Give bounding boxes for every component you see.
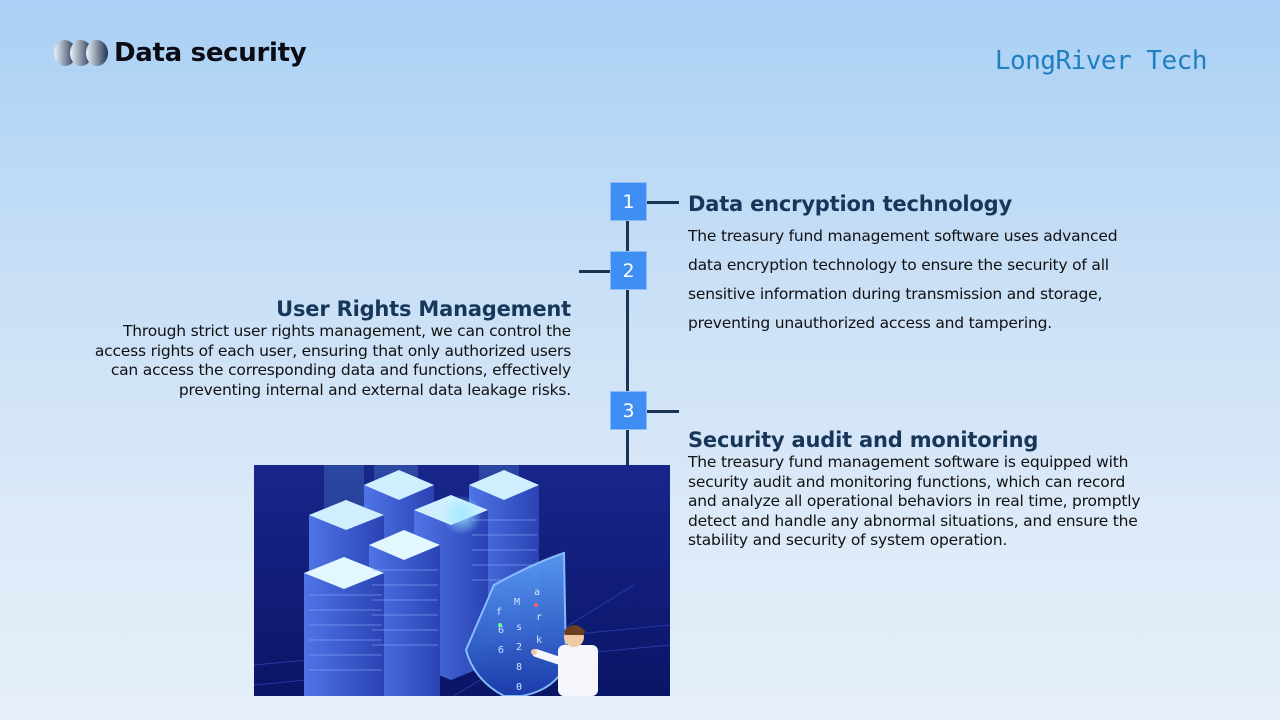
svg-text:6: 6 — [498, 645, 504, 656]
svg-text:a: a — [534, 587, 540, 598]
step-badge-1: 1 — [610, 182, 647, 221]
server-shield-icon: f Ma 6 s r 6 2 k 8 0 — [254, 465, 670, 696]
svg-text:8: 8 — [516, 662, 522, 673]
svg-text:r: r — [536, 612, 542, 623]
section-title-encryption: Data encryption technology — [688, 192, 1012, 216]
svg-text:k: k — [536, 635, 542, 646]
step-badge-2: 2 — [610, 251, 647, 290]
svg-text:M: M — [514, 597, 520, 608]
page-title: Data security — [114, 38, 307, 68]
section-body-encryption: The treasury fund management software us… — [688, 227, 1118, 332]
timeline-line — [626, 200, 629, 468]
svg-text:2: 2 — [516, 642, 522, 653]
section-title-user-rights: User Rights Management — [276, 297, 571, 321]
connector-2 — [579, 270, 611, 273]
step-badge-3: 3 — [610, 391, 647, 430]
section-title-audit: Security audit and monitoring — [688, 428, 1039, 452]
svg-text:6: 6 — [498, 625, 504, 636]
brand-name: LongRiver Tech — [994, 46, 1208, 76]
svg-text:0: 0 — [516, 682, 522, 693]
section-body-user-rights: Through strict user rights management, w… — [94, 322, 571, 399]
section-body-audit: The treasury fund management software is… — [688, 453, 1141, 549]
svg-text:f: f — [496, 607, 502, 618]
connector-3 — [647, 410, 679, 413]
connector-1 — [647, 201, 679, 204]
svg-text:s: s — [516, 622, 522, 633]
title-decoration-icon — [54, 40, 108, 66]
